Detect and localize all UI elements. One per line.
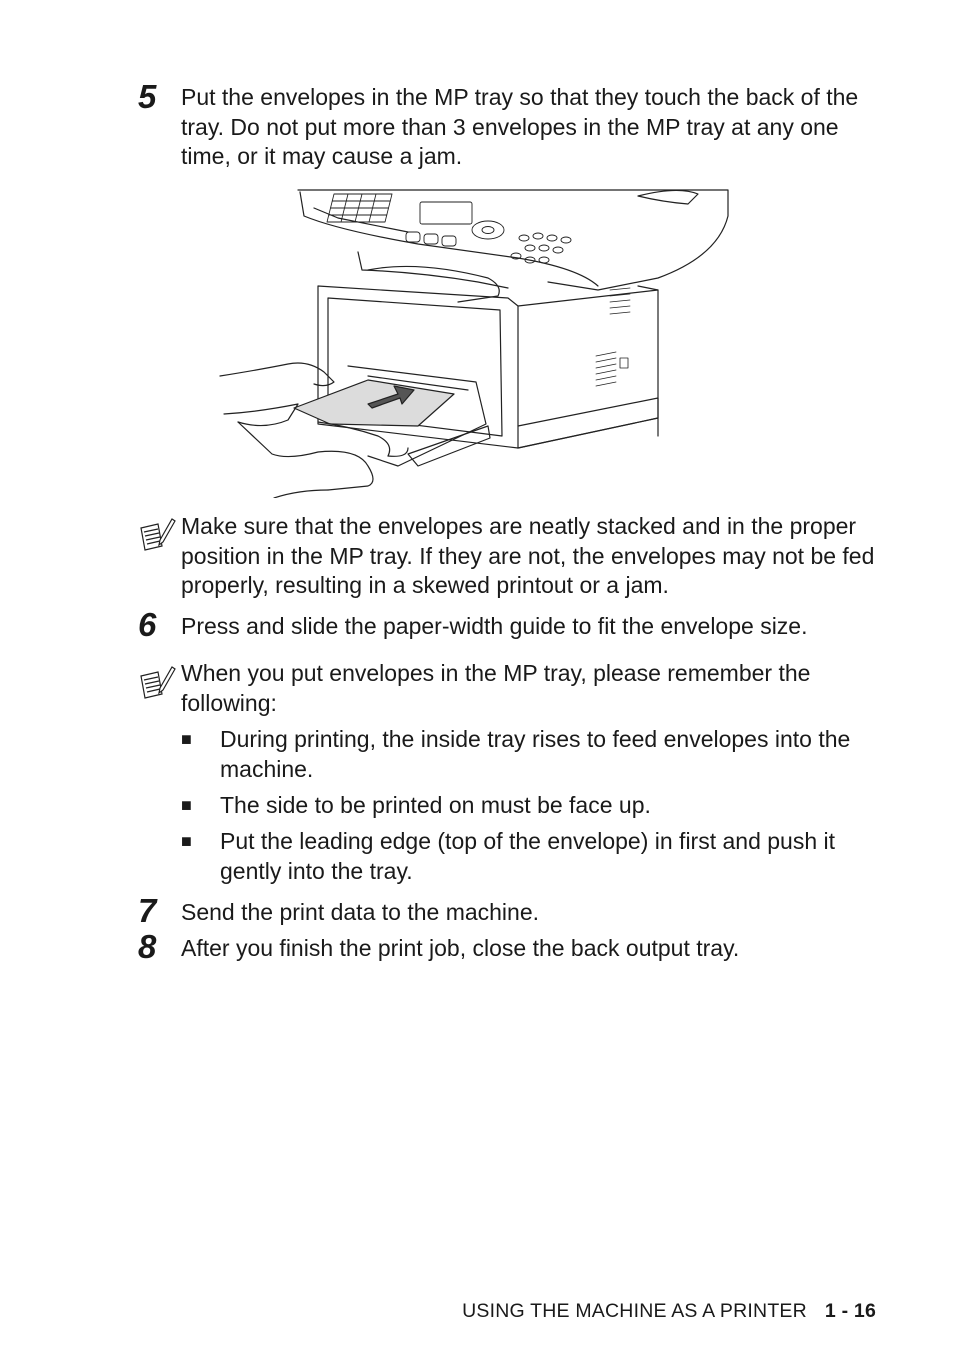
note-1-text: Make sure that the envelopes are neatly … (181, 513, 875, 598)
step-5-number: 5 (138, 78, 157, 115)
note-pencil-icon (140, 666, 176, 699)
footer-section-title: USING THE MACHINE AS A PRINTER (462, 1300, 807, 1322)
bullet-square: ■ (181, 795, 192, 815)
bullet-item: The side to be printed on must be face u… (220, 792, 651, 818)
bullet-square: ■ (181, 729, 192, 749)
step-5-text: Put the envelopes in the MP tray so that… (181, 84, 859, 169)
printer-envelope-illustration (219, 189, 729, 498)
step-6-number: 6 (138, 606, 157, 643)
bullet-item: During printing, the inside tray rises t… (220, 726, 851, 782)
note-2-text: When you put envelopes in the MP tray, p… (181, 660, 811, 716)
page-number: 1 - 16 (824, 1300, 876, 1322)
step-8-number: 8 (138, 928, 157, 965)
note-pencil-icon (140, 518, 176, 551)
step-7-text: Send the print data to the machine. (181, 899, 540, 925)
bullet-square: ■ (181, 831, 192, 851)
step-7-number: 7 (138, 892, 157, 929)
page-footer: USING THE MACHINE AS A PRINTER 1 - 16 (462, 1300, 876, 1323)
step-8-text: After you finish the print job, close th… (181, 935, 740, 961)
step-6-text: Press and slide the paper-width guide to… (181, 613, 808, 639)
bullet-item: Put the leading edge (top of the envelop… (220, 828, 836, 884)
